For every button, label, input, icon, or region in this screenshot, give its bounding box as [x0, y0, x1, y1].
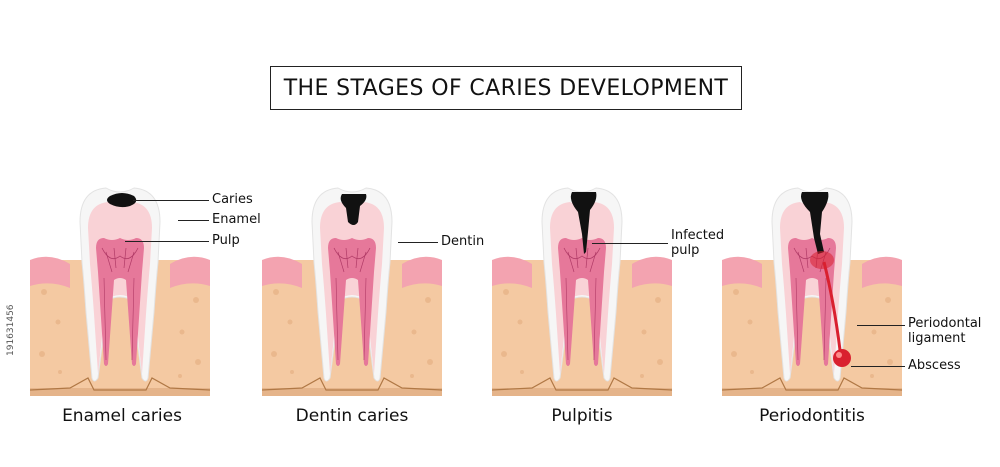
gum-tissue: [262, 256, 302, 288]
leader-line: [857, 325, 905, 326]
stage-caption: Enamel caries: [62, 406, 182, 426]
label-periodontal-ligament: Periodontal ligament: [908, 316, 982, 346]
gum-tissue: [30, 256, 70, 288]
caries-lesion: [107, 193, 137, 208]
tooth-illustration: [30, 187, 210, 396]
leader-line: [851, 366, 905, 367]
tooth-illustration: [722, 187, 902, 396]
gum-tissue: [492, 256, 532, 288]
stage-caption: Pulpitis: [551, 406, 613, 426]
stage-caption: Dentin caries: [295, 406, 409, 426]
tooth-stage-4: [722, 182, 902, 402]
caries-lesion: [801, 192, 829, 254]
pulp-chamber: [96, 238, 144, 366]
abscess-marker: [833, 349, 851, 367]
infected-root-canal: [822, 261, 842, 351]
tooth-stage-1: [30, 182, 210, 402]
caries-lesion: [340, 194, 367, 225]
label-abscess: Abscess: [908, 358, 961, 373]
infection-spread: [810, 251, 834, 269]
label-caries: Caries: [212, 192, 253, 207]
pulp-chamber: [788, 238, 836, 366]
label-pulp: Pulp: [212, 233, 240, 248]
diagram-title: THE STAGES OF CARIES DEVELOPMENT: [270, 66, 742, 110]
leader-line: [125, 241, 209, 242]
tooth-stage-3: [492, 182, 672, 402]
pulp-chamber: [328, 238, 376, 366]
side-id-text: 191631456: [6, 304, 16, 356]
caries-lesion: [570, 192, 597, 254]
leader-line: [178, 220, 209, 221]
gum-tissue: [722, 256, 762, 288]
tooth-stage-2: [262, 182, 442, 402]
label-enamel: Enamel: [212, 212, 261, 227]
tooth-illustration: [262, 187, 442, 396]
pulp-chamber: [558, 238, 606, 366]
leader-line: [133, 200, 209, 201]
leader-line: [592, 243, 668, 244]
stage-caption: Periodontitis: [759, 406, 865, 426]
leader-line: [398, 242, 438, 243]
label-infected-pulp: Infected pulp: [671, 228, 725, 258]
label-dentin: Dentin: [441, 234, 485, 249]
tooth-illustration: [492, 187, 672, 396]
